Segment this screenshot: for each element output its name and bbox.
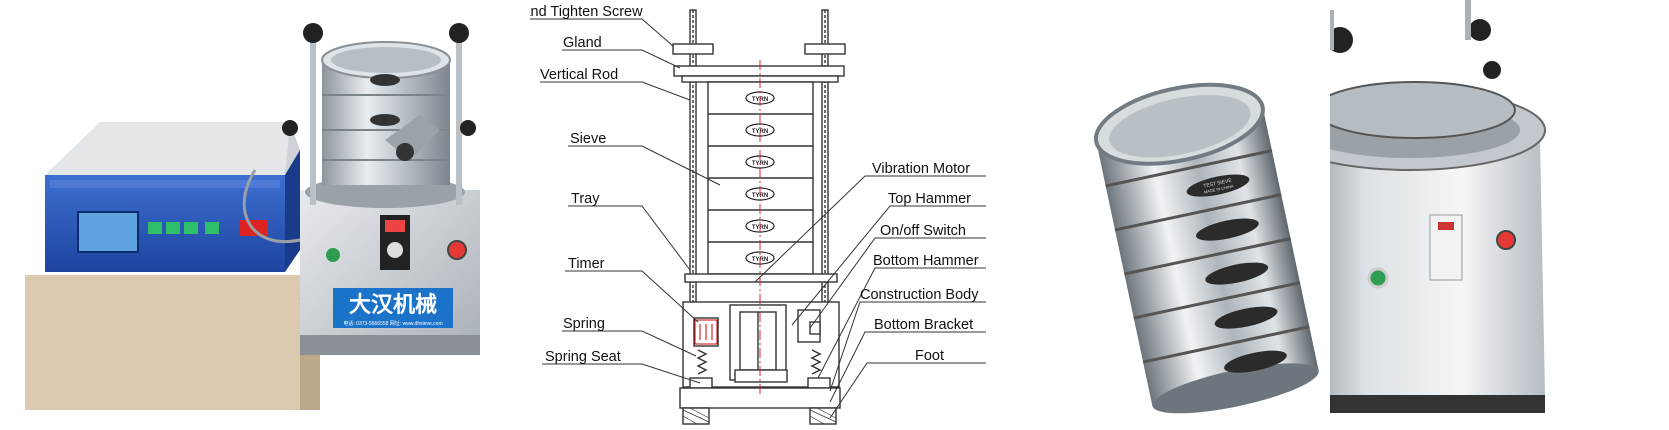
sieve-sublabel: MADE IN CHINA	[1203, 183, 1234, 194]
diagram-svg: TYRN TYRN TYRN TYRN TYRN TYRN Hand Tight…	[530, 4, 986, 425]
sieve-label: TEST SIEVE	[1203, 178, 1233, 190]
photo-sieve-stack: TEST SIEVE MADE IN CHINA	[1085, 0, 1335, 430]
sieve-stack-top	[282, 23, 476, 208]
brand-plate	[333, 288, 453, 328]
right-green-button	[1367, 267, 1389, 289]
label-bottom-hammer: Bottom Hammer	[873, 253, 979, 269]
structure-diagram: TYRN TYRN TYRN TYRN TYRN TYRN Hand Tight…	[530, 0, 1060, 430]
label-gland: Gland	[563, 35, 602, 51]
photo-right-shaker	[1330, 0, 1669, 430]
leader-lines	[530, 18, 986, 419]
red-button	[447, 240, 467, 260]
label-tray: Tray	[571, 191, 600, 207]
left-machine-illustration: 大汉机械 电话: 0373-5666558 网址: www.dhsieve.co…	[25, 23, 480, 410]
label-hand-tighten-screw: Hand Tighten Screw	[530, 4, 643, 20]
right-machine-illustration	[1330, 0, 1546, 413]
machine-outline	[672, 9, 846, 425]
label-foot: Foot	[915, 348, 944, 364]
label-timer: Timer	[568, 256, 605, 272]
right-shaker-body	[1330, 0, 1546, 413]
controller-box	[45, 122, 300, 272]
label-construction-body: Construction Body	[860, 287, 979, 303]
timer-block	[694, 319, 718, 345]
sieve-stack-illustration: TEST SIEVE MADE IN CHINA	[1093, 82, 1319, 414]
photo-left-sieve-shaker: 大汉机械 电话: 0373-5666558 网址: www.dhsieve.co…	[0, 0, 530, 430]
brand-text: 大汉机械	[349, 293, 437, 318]
right-red-button	[1496, 230, 1516, 250]
label-vertical-rod: Vertical Rod	[540, 67, 618, 83]
shaker-base: 大汉机械 电话: 0373-5666558 网址: www.dhsieve.co…	[300, 190, 480, 355]
controller-screen	[77, 211, 139, 253]
label-spring: Spring	[563, 316, 605, 332]
label-top-hammer: Top Hammer	[888, 191, 971, 207]
cardboard-box	[25, 275, 320, 410]
label-on-off-switch: On/off Switch	[880, 223, 966, 239]
label-sieve: Sieve	[570, 131, 606, 147]
label-vibration-motor: Vibration Motor	[872, 161, 970, 177]
label-bottom-bracket: Bottom Bracket	[874, 317, 973, 333]
green-button	[326, 248, 340, 262]
label-spring-seat: Spring Seat	[545, 349, 621, 365]
brand-contact: 电话: 0373-5666558 网址: www.dhsieve.com	[343, 320, 442, 327]
